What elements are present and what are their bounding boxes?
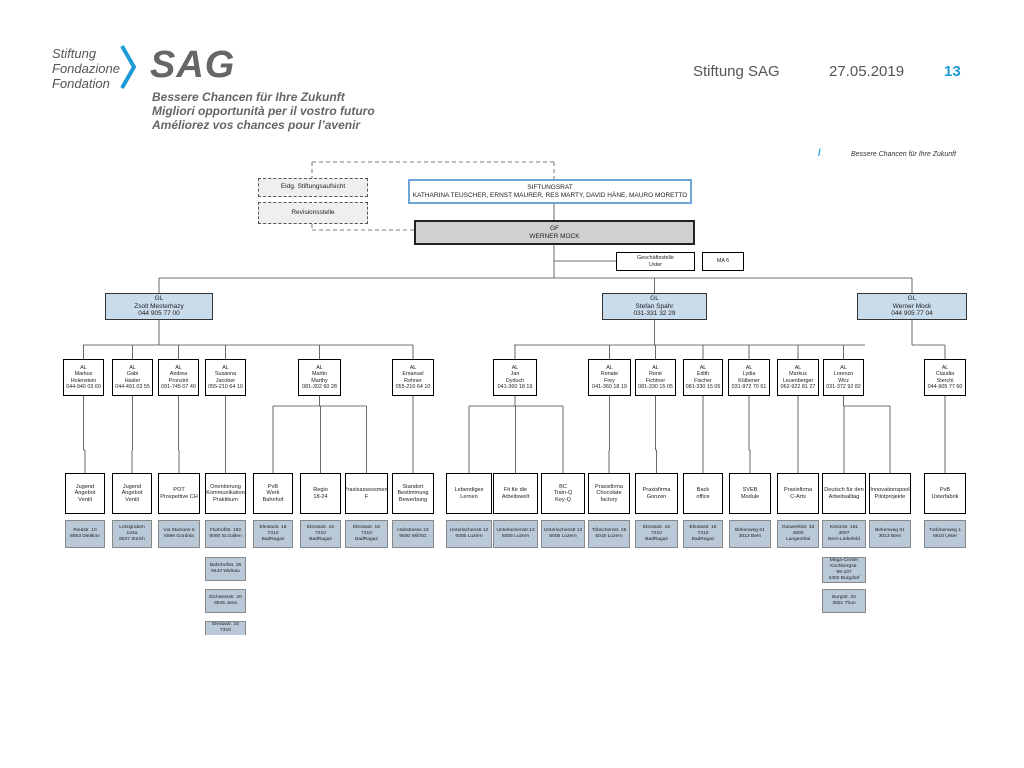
foundation-council-box: SIFTUNGSRAT KATHARINA TEUSCHER, ERNST MA… <box>408 179 692 204</box>
mini-tagline: Bessere Chancen für Ihre Zukunft <box>851 151 957 158</box>
header-date: 27.05.2019 <box>829 63 905 80</box>
head-office-box: Geschäftsstelle Uster <box>616 252 695 271</box>
staff-count-box: MA 6 <box>702 252 744 271</box>
audit-box: Revisionsstelle <box>258 202 368 224</box>
logo-wordmark: Stiftung Fondazione Fondation <box>52 46 120 91</box>
supervision-box: Eidg. Stiftungsaufsicht <box>258 178 368 197</box>
page-number: 13 <box>944 63 961 80</box>
chevron-logo-icon <box>120 45 137 89</box>
logo-name: SAG <box>150 44 236 86</box>
header-org: Stiftung SAG <box>693 63 780 80</box>
mini-logo-mark-icon: / <box>818 148 821 159</box>
logo-tagline: Bessere Chancen für Ihre Zukunft Miglior… <box>152 90 375 132</box>
managing-director-box: GF WERNER MOCK <box>414 220 695 245</box>
